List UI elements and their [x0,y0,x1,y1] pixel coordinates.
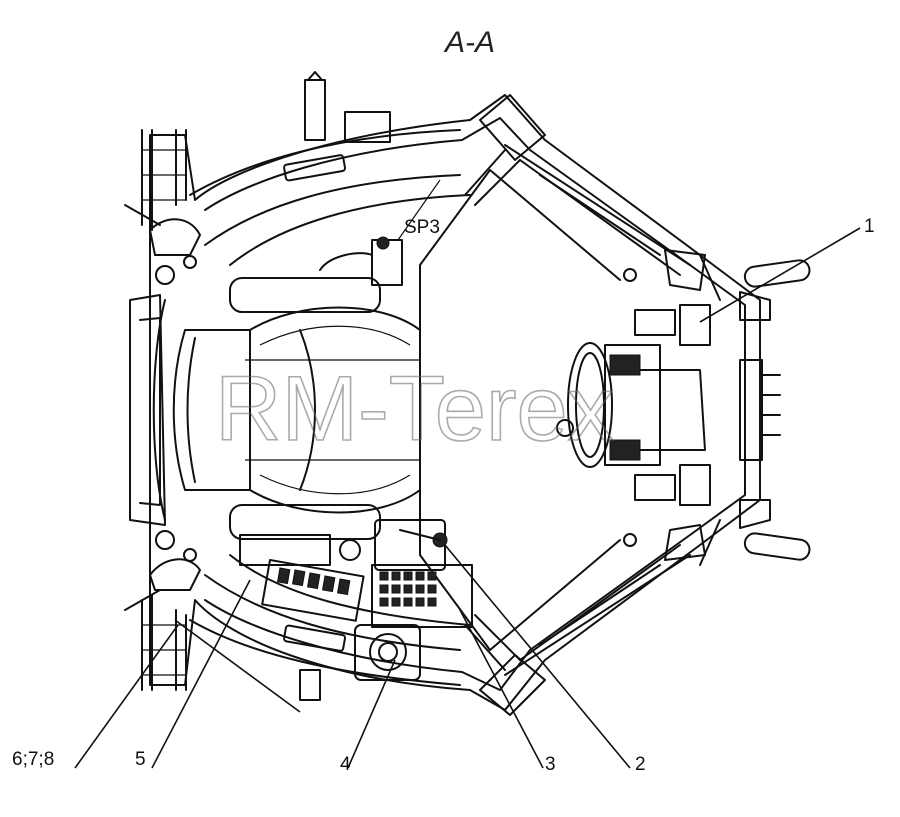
callout-4: 4 [340,754,351,775]
callout-5: 5 [135,749,146,770]
roof-beacon [304,71,391,143]
left-control-panel [239,534,365,622]
callout-1: 1 [864,216,875,237]
callout-3: 3 [545,754,556,775]
roof-beacon-lower [299,669,321,701]
watermark: RM-Terex [215,358,614,460]
right-control-panel [354,519,473,681]
callout-2: 2 [635,754,646,775]
frame-handles [124,154,347,652]
mirror-arms [699,254,811,566]
section-title: A-A [443,26,495,59]
operator-seat [172,277,421,540]
steering-console [556,304,781,506]
callout-leaders [74,227,861,769]
callout-6-7-8: 6;7;8 [12,749,54,770]
sp3-joystick [319,179,441,286]
pillar-brackets [479,94,706,716]
port-label-sp3: SP3 [404,217,440,238]
